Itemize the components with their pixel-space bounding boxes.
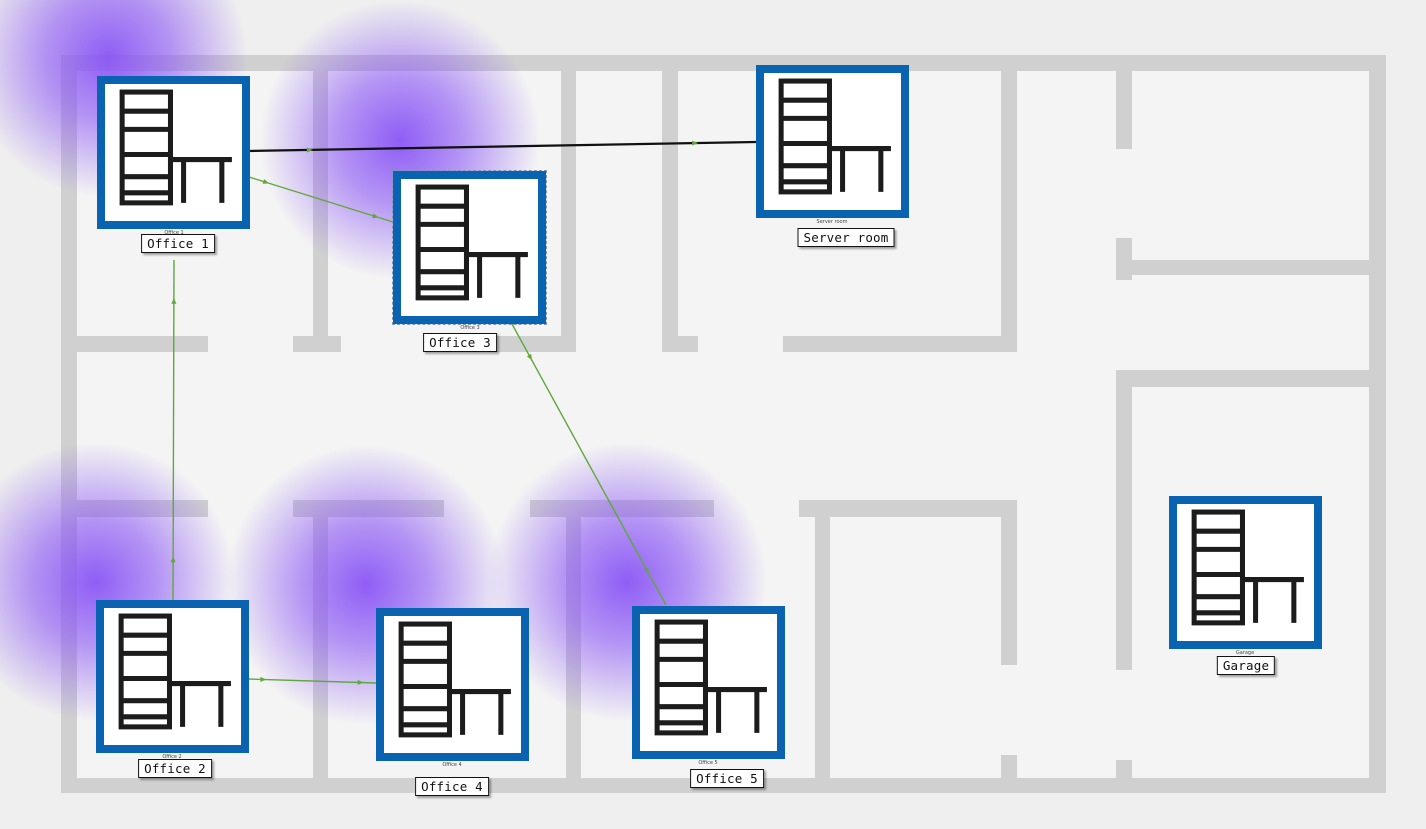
shelf-and-desk-icon [640,614,777,751]
shelf-and-desk-icon [1177,504,1314,641]
office-4-node[interactable] [376,608,529,761]
link-direction-marker [260,676,267,682]
link-office1-server[interactable] [248,140,757,153]
garage-node[interactable] [1169,496,1322,649]
link-direction-marker [262,179,270,184]
link-office2-office1[interactable] [172,259,175,601]
shelf-and-desk-icon [764,73,901,210]
link-office2-office4[interactable] [247,678,377,684]
office-5-node[interactable] [632,606,785,759]
link-direction-marker [171,297,177,304]
server-room-caption: Server room [816,219,848,225]
link-office1-office3[interactable] [248,176,394,223]
office-4-label[interactable]: Office 4 [415,777,489,796]
garage-caption: Garage [1235,650,1255,656]
office-2-label[interactable]: Office 2 [138,759,212,778]
link-direction-marker [170,556,176,563]
office-2-caption: Office 2 [162,754,182,760]
office-5-caption: Office 5 [698,760,718,766]
link-direction-marker [357,679,364,685]
link-direction-marker [526,353,532,361]
link-direction-marker [372,213,379,219]
server-room-label[interactable]: Server room [797,228,895,247]
office-1-node[interactable] [97,76,250,229]
office-2-node[interactable] [96,600,249,753]
office-1-label[interactable]: Office 1 [141,234,215,253]
link-direction-marker [306,147,313,153]
network-links [170,140,757,685]
link-direction-marker [643,567,649,574]
office-3-caption: Office 3 [460,325,480,331]
shelf-and-desk-icon [104,608,241,745]
garage-label[interactable]: Garage [1216,656,1276,675]
shelf-and-desk-icon [105,84,242,221]
office-1-caption: Office 1 [164,230,184,236]
office-4-caption: Office 4 [442,762,462,768]
shelf-and-desk-icon [384,616,521,753]
server-room-node[interactable] [756,65,909,218]
office-3-node[interactable] [392,170,547,325]
office-5-label[interactable]: Office 5 [690,769,764,788]
office-3-label[interactable]: Office 3 [423,333,497,352]
shelf-and-desk-icon [401,179,538,316]
link-direction-marker [692,140,699,146]
link-office3-office5[interactable] [511,323,667,606]
